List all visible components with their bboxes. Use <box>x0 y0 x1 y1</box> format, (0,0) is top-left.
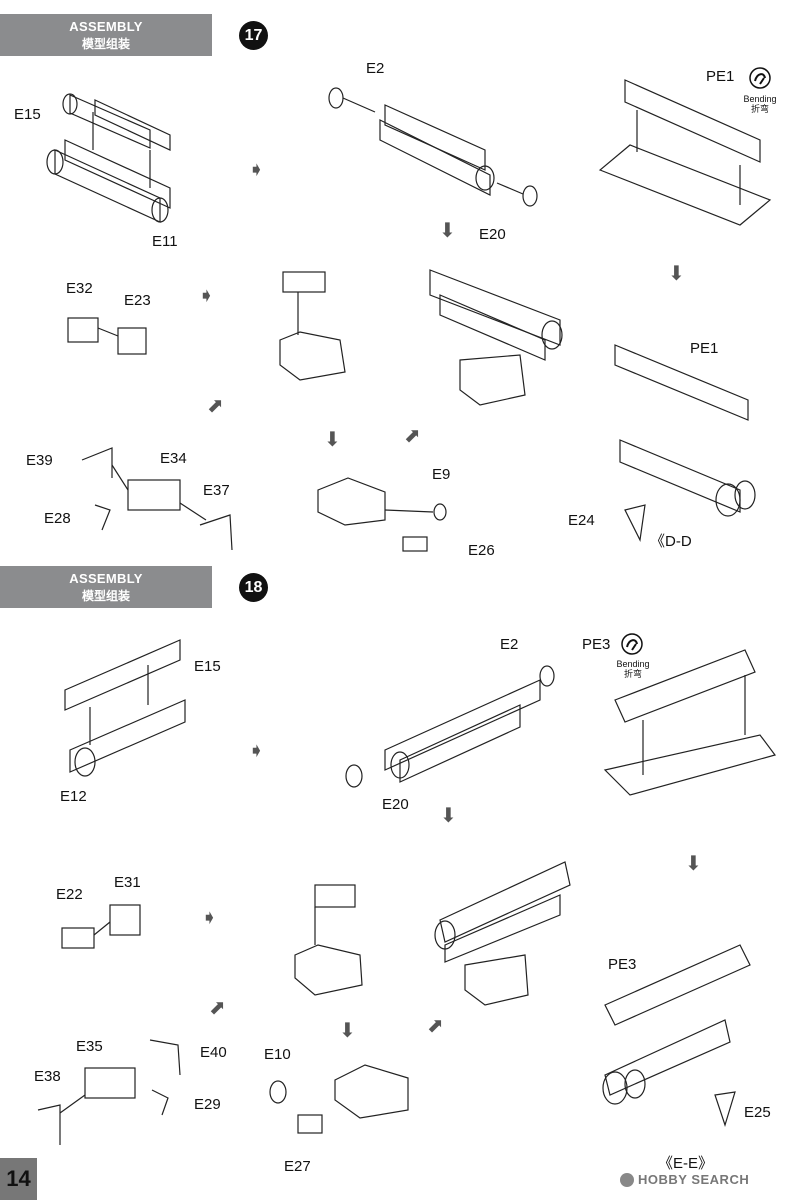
label-e39: E39 <box>26 452 53 469</box>
label-e9: E9 <box>432 466 451 483</box>
arrow-down-icon: ⬇ <box>324 429 341 451</box>
label-e20: E20 <box>382 796 409 813</box>
header-title-en: ASSEMBLY <box>69 571 143 586</box>
label-e40: E40 <box>200 1044 227 1061</box>
arrow-up-right-icon: ⬈ <box>427 1015 444 1037</box>
arrow-right-icon: ➧ <box>201 907 218 929</box>
label-e23: E23 <box>124 292 151 309</box>
launcher-view-d-d <box>614 344 756 542</box>
label-e22: E22 <box>56 886 83 903</box>
arrow-down-icon: ⬇ <box>668 263 685 285</box>
bending-label: Bending 折弯 <box>741 94 779 114</box>
e32-e23-parts <box>67 317 147 355</box>
header-title-cn: 模型组装 <box>81 37 130 51</box>
label-e10: E10 <box>264 1046 291 1063</box>
tube-assembly-e2-e20-18 <box>345 665 555 788</box>
label-pe3-top: PE3 <box>582 636 611 653</box>
view-label-e-e: 《E-E》 <box>658 1155 714 1172</box>
label-e2: E2 <box>366 60 385 77</box>
bending-text-en: Bending <box>616 659 650 669</box>
label-e38: E38 <box>34 1068 61 1085</box>
header-title-en: ASSEMBLY <box>69 19 143 34</box>
pe3-part-top <box>603 649 777 796</box>
bending-text-cn: 折弯 <box>623 669 642 679</box>
tube-assembly-e15-e12 <box>64 639 186 777</box>
label-e32: E32 <box>66 280 93 297</box>
launcher-assembly-18 <box>434 861 571 1006</box>
bending-text-cn: 折弯 <box>750 104 769 114</box>
label-e29: E29 <box>194 1096 221 1113</box>
arrow-up-right-icon: ⬈ <box>207 395 224 417</box>
arrow-up-right-icon: ⬈ <box>209 997 226 1019</box>
watermark-text: HOBBY SEARCH <box>638 1172 750 1187</box>
arrow-down-icon: ⬇ <box>339 1020 356 1042</box>
tube-assembly-e15-e11 <box>46 93 171 223</box>
e22-e31-parts <box>61 904 141 949</box>
arrow-right-icon: ➧ <box>198 285 215 307</box>
label-e24: E24 <box>568 512 595 529</box>
label-e12: E12 <box>60 788 87 805</box>
launcher-view-e-e <box>602 944 751 1127</box>
carriage-center-18 <box>269 884 409 1134</box>
label-e26: E26 <box>468 542 495 559</box>
page-number: 14 <box>0 1158 37 1200</box>
assembly-header-17: ASSEMBLY 模型组装 <box>0 14 212 56</box>
hobby-search-logo-icon <box>620 1172 634 1187</box>
label-e11: E11 <box>152 233 178 250</box>
label-pe3-bottom: PE3 <box>608 956 637 973</box>
header-title-cn: 模型组装 <box>81 589 130 603</box>
label-e25: E25 <box>744 1104 771 1121</box>
arrow-right-icon: ➧ <box>248 740 265 762</box>
label-e2: E2 <box>500 636 519 653</box>
e35-frame-parts <box>37 1039 181 1145</box>
watermark: HOBBY SEARCH <box>620 1172 749 1187</box>
label-pe1-bottom: PE1 <box>690 340 719 357</box>
bending-icon <box>748 66 772 90</box>
label-e35: E35 <box>76 1038 103 1055</box>
arrow-down-icon: ⬇ <box>685 853 702 875</box>
arrow-down-icon: ⬇ <box>439 220 456 242</box>
label-e37: E37 <box>203 482 230 499</box>
step-number-18: 18 <box>239 573 268 602</box>
label-e27: E27 <box>284 1158 311 1175</box>
label-e15: E15 <box>14 106 41 123</box>
step-number-17: 17 <box>239 21 268 50</box>
view-label-d-d: 《D-D <box>650 533 692 550</box>
label-e31: E31 <box>114 874 141 891</box>
label-e15: E15 <box>194 658 221 675</box>
label-e28: E28 <box>44 510 71 527</box>
launcher-assembly-17 <box>429 269 563 406</box>
arrow-down-icon: ⬇ <box>440 805 457 827</box>
label-e20: E20 <box>479 226 506 243</box>
bending-icon <box>620 632 644 656</box>
bending-text-en: Bending <box>743 94 777 104</box>
tube-assembly-e2-e20 <box>328 87 538 207</box>
bending-label: Bending 折弯 <box>614 659 652 679</box>
label-e34: E34 <box>160 450 187 467</box>
assembly-header-18: ASSEMBLY 模型组装 <box>0 566 212 608</box>
pe1-part-top <box>598 79 772 226</box>
arrow-right-icon: ➧ <box>248 159 265 181</box>
arrow-up-right-icon: ⬈ <box>404 425 421 447</box>
e34-frame-parts <box>81 447 233 551</box>
carriage-center-17 <box>279 271 447 552</box>
label-pe1-top: PE1 <box>706 68 735 85</box>
